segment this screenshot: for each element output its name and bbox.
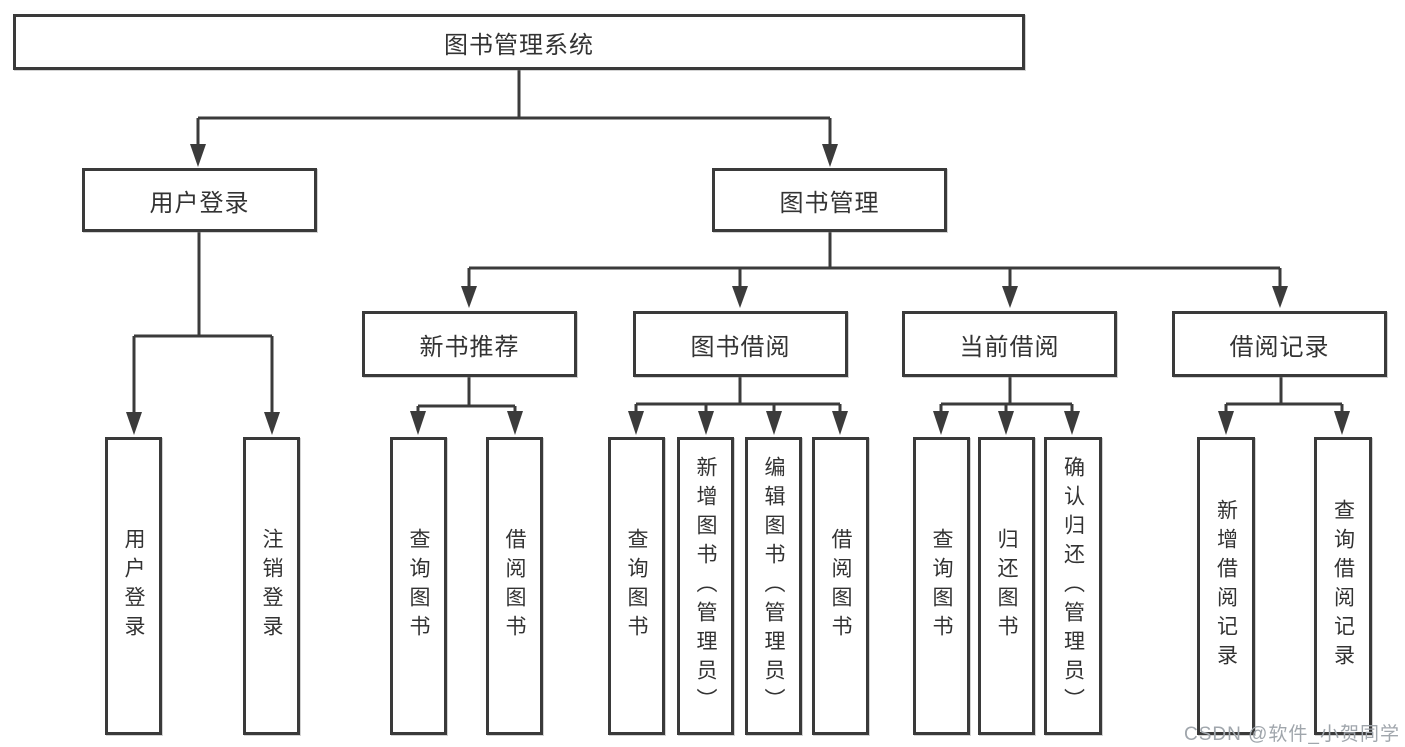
leaf-label: 查询图书: [625, 528, 648, 644]
node-library-management-system: 图书管理系统: [13, 14, 1025, 70]
node-book-management: 图书管理: [712, 168, 947, 232]
connector-book-management-to-level3: [467, 232, 1282, 290]
leaf-confirm-return-admin: 确认归还（管理员）: [1044, 437, 1102, 735]
arrow-down-icon: [1272, 286, 1288, 308]
arrow-down-icon: [732, 286, 748, 308]
arrow-down-icon: [698, 411, 714, 435]
node-user-login: 用户登录: [82, 168, 317, 232]
arrow-down-icon: [126, 412, 142, 435]
arrow-down-icon: [933, 411, 949, 435]
leaf-user-login: 用户登录: [105, 437, 162, 735]
leaf-label: 查询图书: [930, 528, 953, 644]
connector-book-borrowing-to-leaves: [634, 377, 842, 414]
leaf-label: 查询借阅记录: [1331, 499, 1355, 673]
leaf-label: 编辑图书（管理员）: [762, 455, 785, 717]
arrow-down-icon: [822, 144, 838, 167]
connector-root-to-level2: [196, 70, 832, 146]
arrow-down-icon: [190, 144, 206, 167]
leaf-label: 归还图书: [995, 528, 1018, 644]
leaf-add-borrow-record: 新增借阅记录: [1197, 437, 1255, 735]
leaf-edit-book-admin: 编辑图书（管理员）: [745, 437, 802, 735]
leaf-query-books-current: 查询图书: [913, 437, 970, 735]
arrow-down-icon: [461, 286, 477, 308]
leaf-query-books-recommend: 查询图书: [390, 437, 447, 735]
leaf-logout: 注销登录: [243, 437, 300, 735]
arrow-down-icon: [628, 411, 644, 435]
connector-new-book-to-leaves: [416, 377, 517, 414]
leaf-label: 新增借阅记录: [1214, 499, 1238, 673]
arrow-down-icon: [1002, 286, 1018, 308]
leaf-label: 查询图书: [407, 528, 430, 644]
node-borrowing-records: 借阅记录: [1172, 311, 1387, 377]
leaf-borrow-books-recommend: 借阅图书: [486, 437, 543, 735]
connector-user-login-to-leaves: [132, 232, 274, 414]
arrow-down-icon: [1334, 411, 1350, 435]
leaf-label: 借阅图书: [829, 528, 852, 644]
csdn-watermark: CSDN @软件_小贺同学: [1184, 724, 1400, 745]
arrow-down-icon: [1064, 411, 1080, 435]
leaf-query-borrow-record: 查询借阅记录: [1314, 437, 1372, 735]
leaf-label: 用户登录: [122, 528, 145, 644]
node-book-borrowing: 图书借阅: [633, 311, 848, 377]
arrow-down-icon: [1218, 411, 1234, 435]
connector-borrowing-records-to-leaves: [1224, 377, 1344, 414]
leaf-label: 借阅图书: [503, 528, 526, 644]
leaf-return-books: 归还图书: [978, 437, 1035, 735]
leaf-borrow-books: 借阅图书: [812, 437, 869, 735]
leaf-add-book-admin: 新增图书（管理员）: [677, 437, 734, 735]
arrow-down-icon: [998, 411, 1014, 435]
arrow-down-icon: [410, 411, 426, 435]
leaf-label: 确认归还（管理员）: [1061, 455, 1085, 717]
arrow-down-icon: [766, 411, 782, 435]
arrow-down-icon: [264, 412, 280, 435]
arrow-down-icon: [832, 411, 848, 435]
leaf-label: 注销登录: [260, 528, 283, 644]
leaf-label: 新增图书（管理员）: [694, 455, 717, 717]
leaf-query-books-borrowing: 查询图书: [608, 437, 665, 735]
connector-current-borrowing-to-leaves: [939, 377, 1074, 414]
node-new-book-recommendation: 新书推荐: [362, 311, 577, 377]
arrow-down-icon: [507, 411, 523, 435]
node-current-borrowing: 当前借阅: [902, 311, 1117, 377]
